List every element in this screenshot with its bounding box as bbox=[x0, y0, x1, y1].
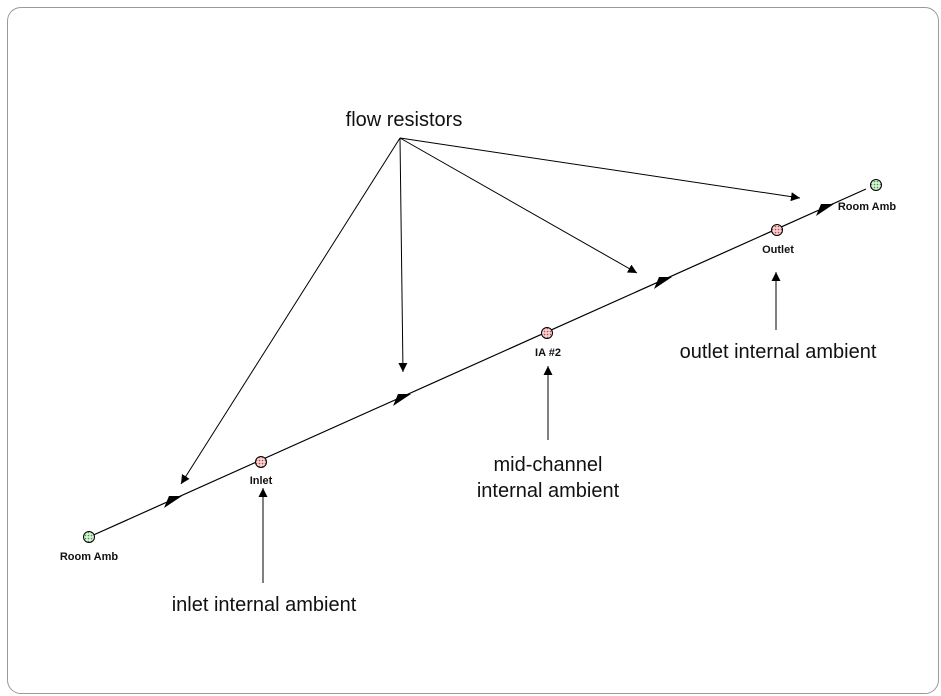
flow-channel-line bbox=[88, 188, 867, 538]
flow-arrowhead bbox=[393, 394, 411, 406]
inlet-node bbox=[255, 456, 267, 468]
diagram-frame bbox=[7, 7, 939, 694]
pointer-line bbox=[180, 137, 401, 485]
mid-channel-label-line1: mid-channel bbox=[494, 454, 603, 476]
flow-resistor-pointers bbox=[180, 137, 801, 485]
outlet-internal-ambient-label: outlet internal ambient bbox=[680, 341, 877, 363]
inlet-internal-ambient-label: inlet internal ambient bbox=[172, 594, 357, 616]
flow-arrowhead bbox=[816, 204, 834, 216]
pointer-line bbox=[399, 137, 638, 274]
room-amb-left-label: Room Amb bbox=[60, 551, 119, 563]
flow-direction-arrows bbox=[164, 204, 834, 508]
inlet-label: Inlet bbox=[250, 475, 273, 487]
flow-resistors-label: flow resistors bbox=[346, 109, 463, 131]
pointer-line bbox=[399, 137, 801, 202]
ia2-node bbox=[541, 327, 553, 339]
room-amb-left-node bbox=[83, 531, 95, 543]
mid-channel-label-line2: internal ambient bbox=[477, 480, 620, 502]
room-amb-right-label: Room Amb bbox=[838, 201, 897, 213]
outlet-node bbox=[771, 224, 783, 236]
ia2-label: IA #2 bbox=[535, 347, 561, 359]
pointer-line bbox=[398, 137, 408, 373]
flow-arrowhead bbox=[654, 277, 672, 289]
outlet-label: Outlet bbox=[762, 244, 794, 256]
flow-arrowhead bbox=[164, 496, 182, 508]
room-amb-right-node bbox=[870, 179, 882, 191]
